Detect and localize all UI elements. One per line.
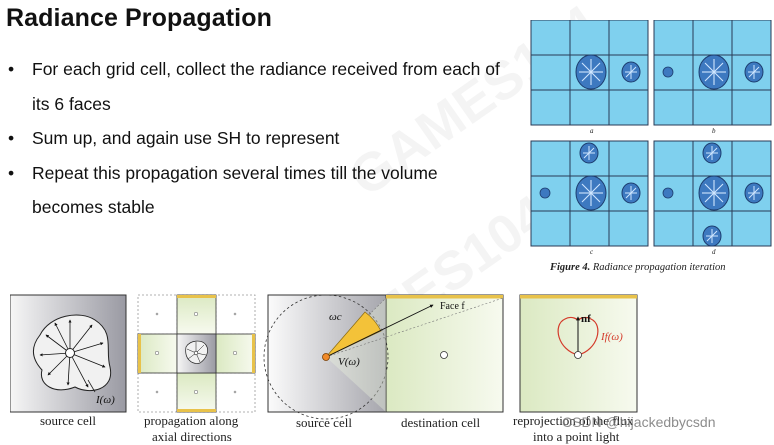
intensity-label: I(ω): [95, 394, 115, 406]
normal-label: nf: [581, 313, 591, 325]
figure-caption: Figure 4. Radiance propagation iteration: [550, 262, 726, 273]
source-cell-label: source cell: [40, 413, 96, 428]
reprojection-label-line1: reprojection of the flux: [513, 413, 634, 428]
bullet-icon: •: [8, 162, 15, 183]
intensity-f-label: If(ω): [600, 331, 623, 343]
face-label: Face f: [440, 301, 465, 312]
source-cell-diagram: I(ω): [10, 294, 127, 413]
slide-title: Radiance Propagation: [6, 4, 272, 32]
propagation-label-line1: propagation along: [144, 413, 239, 428]
panel-label: a: [590, 127, 594, 135]
bullet-icon: •: [8, 59, 15, 79]
panel-label: c: [590, 248, 594, 256]
csdn-watermark: CSDN @hijackedbycsdn: [562, 414, 716, 430]
omega-c-label: ωc: [329, 311, 342, 323]
bullet-item: • For each grid cell, collect the radianc…: [6, 52, 506, 121]
panel-c: [530, 140, 649, 247]
reprojection-diagram: nf If(ω): [519, 294, 638, 413]
bullet-icon: •: [8, 128, 15, 148]
reprojection-label-line2: into a point light: [533, 429, 620, 444]
visibility-label: V(ω): [338, 356, 360, 368]
bullet-item: • Sum up, and again use SH to represent: [6, 121, 506, 156]
source-destination-diagram: ωc V(ω) Face f: [263, 294, 504, 420]
source-cell-label-2: source cell: [296, 415, 352, 430]
bullet-text: Repeat this propagation several times ti…: [32, 162, 438, 218]
panel-label: d: [712, 248, 716, 256]
panel-a: [530, 20, 649, 126]
destination-cell-label: destination cell: [401, 415, 481, 430]
bullet-text: Sum up, and again use SH to represent: [32, 128, 340, 148]
bullet-item: • Repeat this propagation several times t…: [6, 156, 506, 225]
axial-propagation-diagram: [137, 294, 256, 413]
panel-label: b: [712, 127, 716, 135]
propagation-diagram: I(ω): [10, 294, 638, 420]
bullet-list: • For each grid cell, collect the radianc…: [6, 52, 506, 225]
panel-d: [653, 140, 772, 247]
panel-b: [653, 20, 772, 126]
caption-text: Radiance propagation iteration: [592, 262, 726, 273]
bullet-text: For each grid cell, collect the radiance…: [32, 59, 500, 114]
propagation-label-line2: axial directions: [152, 429, 232, 444]
radiance-propagation-figure: a b c d: [530, 20, 772, 256]
caption-label: Figure 4.: [550, 262, 591, 273]
